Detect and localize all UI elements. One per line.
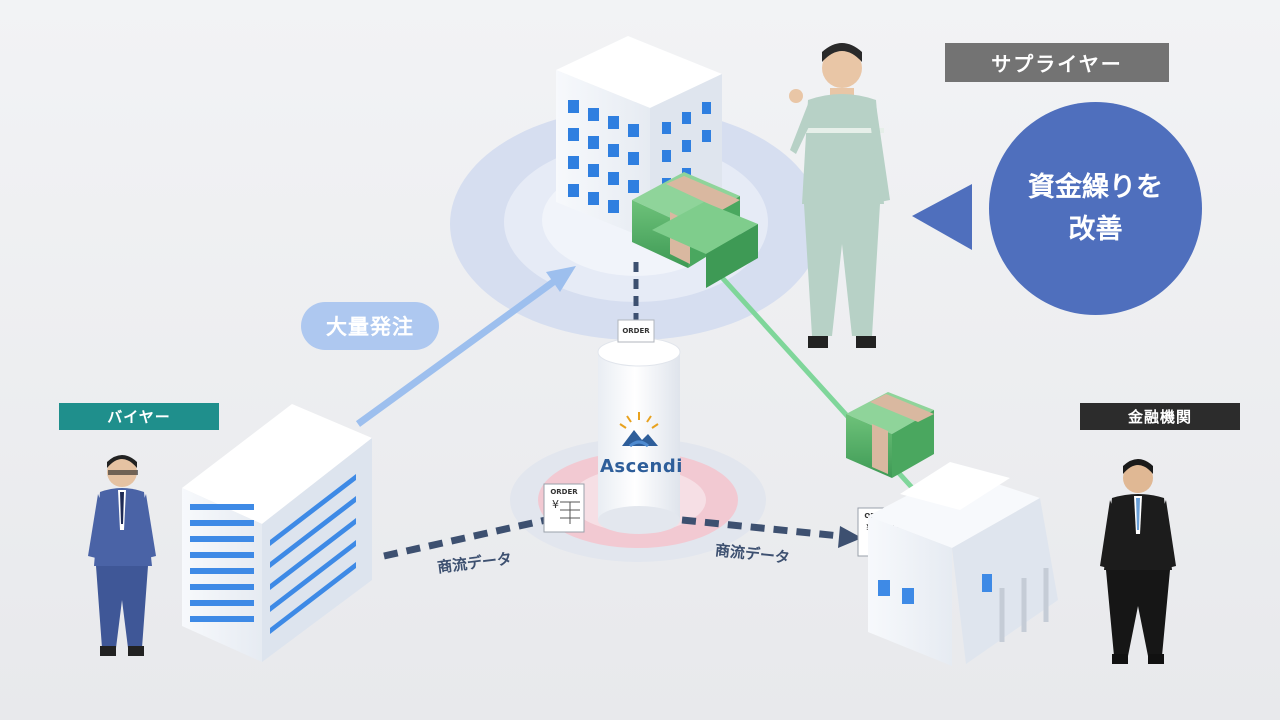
buyer-person	[88, 455, 156, 656]
bank-person	[1100, 459, 1176, 664]
supplier-building	[556, 36, 722, 240]
buyer-role-tag: バイヤー	[59, 403, 219, 430]
bulk-order-label: 大量発注	[301, 302, 439, 350]
order-doc-left: ORDER ¥	[543, 483, 585, 533]
cash-flow-improvement-bubble: 資金繰りを 改善	[989, 102, 1202, 315]
cash-bundle-supplier	[632, 172, 758, 288]
bubble-pointer-icon	[912, 184, 972, 250]
flow-arrow-right	[681, 516, 862, 548]
bubble-line-2: 改善	[1068, 213, 1123, 245]
bank-building	[868, 462, 1058, 666]
bank-role-tag: 金融機関	[1080, 403, 1240, 430]
order-doc-top: ORDER	[617, 319, 655, 343]
cash-bundle-transfer	[846, 392, 934, 478]
supplier-person	[789, 43, 890, 348]
bulk-order-arrow	[355, 266, 576, 427]
order-doc-left-yen: ¥	[552, 498, 559, 511]
supplier-role-tag: サプライヤー	[945, 43, 1169, 82]
flow-arrow-left	[383, 516, 547, 560]
buyer-building-windows	[190, 474, 356, 634]
central-cylinder	[597, 337, 681, 534]
bubble-line-1: 資金繰りを	[1028, 171, 1163, 203]
buyer-building	[182, 404, 372, 662]
order-doc-top-label: ORDER	[622, 327, 650, 335]
platform-brand: Ascendi	[600, 456, 683, 477]
ascendi-logo-icon	[619, 412, 659, 448]
order-doc-left-label: ORDER	[550, 488, 578, 496]
